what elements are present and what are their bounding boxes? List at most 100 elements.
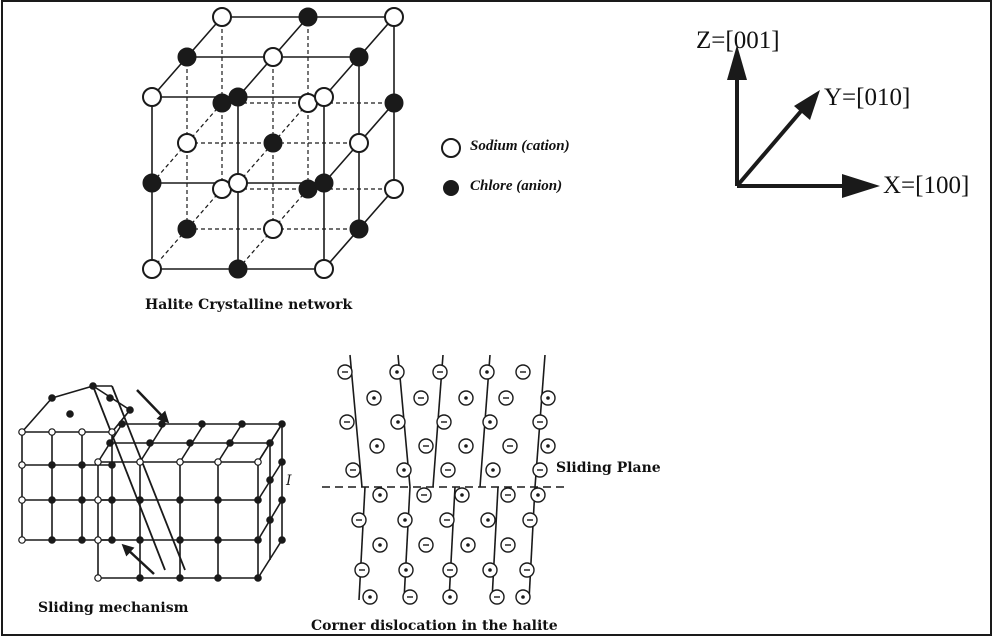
lattice-node — [126, 406, 134, 414]
z-axis-label: Z=[001] — [696, 27, 780, 54]
lattice-node — [278, 496, 286, 504]
sodium-atom — [384, 7, 404, 27]
ion-center — [372, 396, 376, 400]
block-edge — [21, 397, 53, 433]
lattice-plane — [349, 354, 363, 488]
lattice-node — [214, 536, 222, 544]
lattice-plane — [448, 486, 456, 601]
ion-center — [491, 468, 495, 472]
lattice-node — [278, 420, 286, 428]
sodium-atom — [142, 87, 162, 107]
lattice-node — [94, 574, 102, 582]
lattice-node — [198, 420, 206, 428]
lattice-node — [176, 496, 184, 504]
lattice-node — [94, 536, 102, 544]
ion-center — [378, 543, 382, 547]
ion-center — [464, 444, 468, 448]
lattice-node — [176, 574, 184, 582]
lattice-plane — [358, 486, 366, 601]
sodium-atom — [314, 87, 334, 107]
ion-center — [488, 420, 492, 424]
lattice-node — [238, 420, 246, 428]
ion-center — [404, 568, 408, 572]
lattice-node — [108, 461, 116, 469]
sliding-block — [18, 382, 286, 582]
sodium-atom — [349, 133, 369, 153]
lattice-node — [214, 458, 222, 466]
ion-center — [536, 493, 540, 497]
lattice-node — [78, 461, 86, 469]
lattice-node — [214, 574, 222, 582]
ion-center — [368, 595, 372, 599]
lattice-node — [266, 516, 274, 524]
ion-center — [378, 493, 382, 497]
sodium-atom — [384, 179, 404, 199]
lattice-node — [18, 496, 26, 504]
sliding-plane-label: Sliding Plane — [556, 460, 661, 476]
lattice-plane — [491, 486, 499, 601]
chlore-atom — [384, 93, 404, 113]
lattice-node — [266, 476, 274, 484]
lattice-node — [266, 439, 274, 447]
lattice-node — [136, 496, 144, 504]
ion-center — [464, 396, 468, 400]
x-arrowhead — [842, 174, 880, 198]
svg-text:I: I — [285, 473, 292, 489]
ion-center — [403, 518, 407, 522]
sodium-atom — [177, 133, 197, 153]
lattice-node — [48, 428, 56, 436]
chlore-atom — [177, 47, 197, 67]
lattice-node — [146, 439, 154, 447]
lattice-node — [48, 461, 56, 469]
lattice-node — [106, 439, 114, 447]
lattice-node — [254, 458, 262, 466]
chlore-atom — [349, 47, 369, 67]
ion-center — [375, 444, 379, 448]
chlore-atom — [349, 219, 369, 239]
lattice-node — [48, 394, 56, 402]
lattice-plane — [528, 486, 536, 601]
lattice-node — [158, 420, 166, 428]
sodium-atom — [314, 259, 334, 279]
chlore-atom — [212, 93, 232, 113]
lattice-node — [78, 428, 86, 436]
lattice-node — [226, 439, 234, 447]
lattice-node — [186, 439, 194, 447]
sodium-atom — [212, 7, 232, 27]
lattice-node — [106, 394, 114, 402]
ion-center — [402, 468, 406, 472]
dislocation-lattice — [337, 354, 556, 605]
lattice-node — [94, 496, 102, 504]
ion-center — [395, 370, 399, 374]
sodium-atom — [263, 219, 283, 239]
lattice-node — [78, 496, 86, 504]
lattice-node — [108, 428, 116, 436]
ion-center — [546, 444, 550, 448]
ion-center — [485, 370, 489, 374]
y-axis-label: Y=[010] — [824, 84, 911, 111]
lattice-plane — [403, 486, 411, 601]
ion-center — [488, 568, 492, 572]
chlore-atom — [298, 179, 318, 199]
lattice-node — [48, 536, 56, 544]
dislocation-caption: Corner dislocation in the halite — [311, 618, 558, 634]
chlore-atom — [228, 259, 248, 279]
chlore-atom — [142, 173, 162, 193]
chlore-atom — [177, 219, 197, 239]
lattice-node — [66, 410, 74, 418]
legend-markers — [441, 138, 461, 196]
ion-center — [486, 518, 490, 522]
ion-center — [546, 396, 550, 400]
legend-chlore-label: Chlore (anion) — [470, 178, 563, 194]
lattice-node — [278, 536, 286, 544]
lattice-node — [89, 382, 97, 390]
lattice-node — [214, 496, 222, 504]
chlore-atom — [228, 87, 248, 107]
cation-legend-marker — [441, 138, 461, 158]
ion-center — [466, 543, 470, 547]
